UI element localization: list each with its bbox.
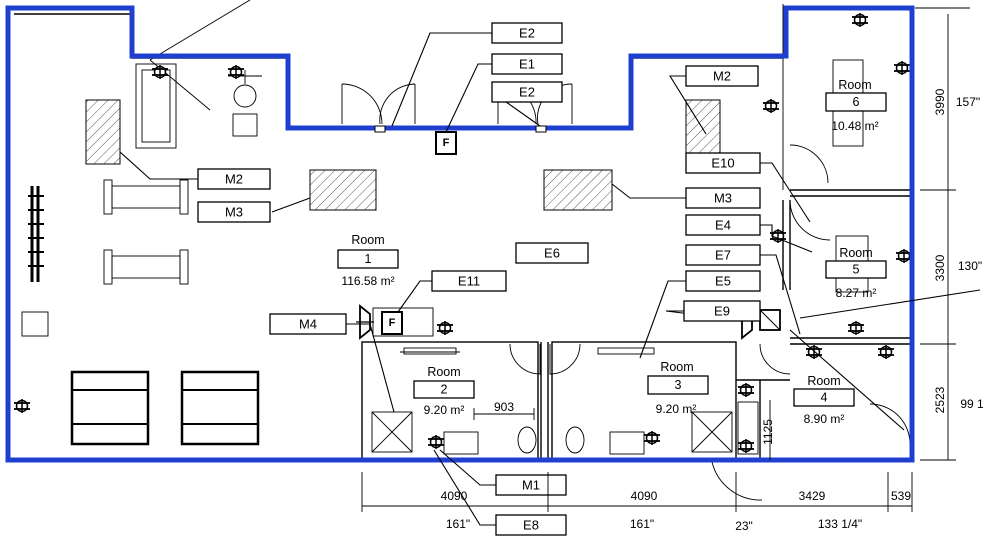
bath-2-fixtures	[371, 347, 537, 455]
tag-e9: E9	[683, 300, 761, 322]
room-label-4: Room 4 8.90 m²	[793, 374, 855, 426]
tag-e2-mid: E2	[491, 81, 563, 103]
wall-devices	[374, 125, 547, 133]
svg-text:E7: E7	[715, 248, 731, 263]
leader-lines	[119, 32, 981, 526]
svg-text:3: 3	[675, 378, 682, 392]
svg-text:8.27 m²: 8.27 m²	[836, 286, 877, 300]
svg-text:2523: 2523	[933, 386, 947, 413]
svg-text:M2: M2	[225, 172, 243, 187]
tag-e1: E1	[491, 53, 563, 75]
svg-text:161": 161"	[446, 517, 470, 531]
svg-text:M1: M1	[522, 478, 540, 493]
tag-e11: E11	[431, 270, 507, 292]
room-label-6: Room 6 10.48 m²	[825, 78, 887, 133]
svg-text:E2: E2	[519, 85, 535, 100]
tag-e4: E4	[685, 214, 761, 236]
svg-text:E1: E1	[519, 57, 535, 72]
tag-m3-left: M3	[197, 201, 271, 223]
svg-text:9.20 m²: 9.20 m²	[656, 402, 697, 416]
svg-text:Room: Room	[427, 365, 460, 379]
svg-text:10.48 m²: 10.48 m²	[831, 119, 878, 133]
svg-text:133 1/4": 133 1/4"	[818, 517, 862, 531]
tag-m2-left: M2	[197, 168, 271, 190]
tag-m1: M1	[495, 474, 567, 496]
svg-text:539: 539	[891, 489, 911, 503]
bottom-dimensions: 4090 4090 3429 539 161" 161" 23" 133 1/4…	[361, 472, 913, 533]
svg-text:5: 5	[853, 263, 860, 277]
svg-text:116.58 m²: 116.58 m²	[341, 274, 394, 288]
dimension-903: 903	[473, 400, 535, 420]
svg-text:E9: E9	[714, 304, 730, 319]
room-label-5: Room 5 8.27 m²	[825, 246, 887, 300]
fire-extinguisher-top: F	[435, 131, 457, 155]
svg-text:M4: M4	[299, 317, 317, 332]
svg-text:E10: E10	[711, 156, 734, 171]
svg-text:3300: 3300	[933, 254, 947, 281]
svg-text:130": 130"	[958, 259, 982, 273]
doors	[149, 0, 911, 501]
svg-text:F: F	[389, 317, 396, 329]
tag-e5: E5	[685, 270, 761, 292]
svg-text:3990: 3990	[933, 88, 947, 115]
svg-text:23": 23"	[735, 519, 753, 533]
tag-m2-right: M2	[685, 65, 759, 87]
tag-e6: E6	[515, 242, 589, 264]
tag-e10: E10	[685, 152, 761, 174]
svg-text:E11: E11	[458, 274, 480, 289]
squat-rack-1	[70, 370, 150, 446]
svg-text:1: 1	[365, 252, 372, 266]
svg-text:4090: 4090	[441, 489, 468, 503]
equipment	[21, 59, 869, 455]
svg-text:E4: E4	[715, 218, 731, 233]
svg-text:1125: 1125	[761, 419, 775, 445]
bench-1	[103, 179, 189, 215]
svg-text:9.20 m²: 9.20 m²	[424, 403, 465, 417]
tag-e2-top: E2	[491, 22, 563, 44]
svg-text:M3: M3	[225, 205, 243, 220]
tag-e7: E7	[685, 244, 761, 266]
speaker-icon	[356, 304, 374, 340]
svg-text:F: F	[443, 137, 450, 149]
tag-m4: M4	[269, 313, 347, 335]
squat-rack-2	[180, 370, 260, 446]
bath-3-fixtures	[565, 347, 733, 455]
tag-m3-right: M3	[685, 187, 761, 209]
svg-text:3429: 3429	[799, 489, 826, 503]
svg-text:E6: E6	[544, 246, 560, 261]
svg-text:Room: Room	[838, 78, 871, 92]
dumbbell-rack	[28, 186, 44, 282]
bike-machine	[228, 70, 262, 137]
svg-text:2: 2	[441, 383, 448, 397]
svg-text:M3: M3	[714, 191, 732, 206]
svg-text:E8: E8	[523, 518, 539, 533]
svg-text:E5: E5	[715, 274, 731, 289]
svg-text:Room: Room	[807, 374, 840, 388]
area-boundary	[5, 5, 915, 463]
svg-text:4: 4	[821, 391, 828, 405]
svg-text:4090: 4090	[631, 489, 658, 503]
room-label-2: Room 2 9.20 m²	[413, 365, 475, 417]
svg-text:99 1: 99 1	[960, 397, 984, 411]
tag-e8: E8	[495, 514, 567, 536]
svg-text:Room: Room	[351, 233, 384, 247]
svg-text:161": 161"	[630, 517, 654, 531]
svg-text:157": 157"	[956, 95, 980, 109]
bench-2	[103, 249, 189, 285]
right-dimensions: 3990 157" 3300 130" 2523 99 1	[920, 14, 984, 461]
svg-text:E2: E2	[519, 26, 535, 41]
svg-text:8.90 m²: 8.90 m²	[804, 412, 845, 426]
room-label-3: Room 3 9.20 m²	[647, 360, 709, 416]
svg-text:903: 903	[494, 400, 514, 414]
dimension-1125: 1125	[761, 400, 775, 460]
svg-text:Room: Room	[660, 360, 693, 374]
room-label-1: Room 1 116.58 m²	[337, 233, 399, 288]
svg-text:M2: M2	[713, 69, 731, 84]
svg-text:Room: Room	[839, 246, 872, 260]
svg-text:6: 6	[853, 95, 860, 109]
fire-extinguisher-room1: F	[381, 311, 403, 335]
